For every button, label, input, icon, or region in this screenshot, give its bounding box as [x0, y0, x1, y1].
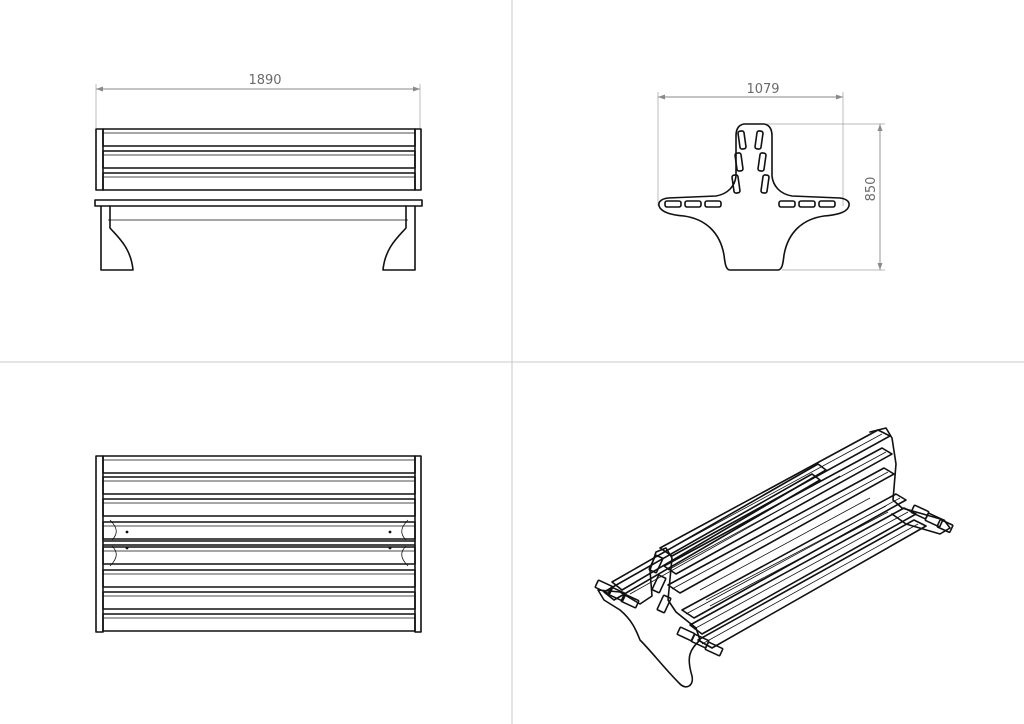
iso-slat-ends	[594, 504, 954, 657]
height-dimension-label: 850	[864, 177, 879, 202]
height-dimension: 850	[760, 123, 885, 271]
top-view	[95, 455, 422, 633]
length-dimension-label: 1890	[248, 73, 281, 88]
seat-rail	[94, 199, 423, 221]
side-view: 1079 850	[657, 82, 885, 271]
seat-slots	[664, 200, 836, 208]
top-end-posts	[95, 455, 422, 633]
side-support-profile	[658, 123, 850, 271]
bench-legs	[100, 205, 416, 271]
iso-center-rail	[705, 505, 889, 607]
top-center-rails	[102, 519, 416, 567]
end-posts	[95, 128, 422, 191]
top-slats	[102, 455, 416, 632]
backrest-slats	[102, 128, 416, 191]
backrest-slots	[731, 130, 770, 194]
depth-dimension-label: 1079	[746, 82, 779, 97]
length-dimension: 1890	[95, 73, 421, 128]
front-view: 1890	[94, 73, 423, 271]
isometric-view	[594, 427, 954, 688]
far-end-support	[869, 427, 951, 535]
iso-rear-slats	[603, 463, 871, 601]
depth-dimension: 1079	[657, 82, 844, 206]
near-end-support	[597, 547, 701, 688]
